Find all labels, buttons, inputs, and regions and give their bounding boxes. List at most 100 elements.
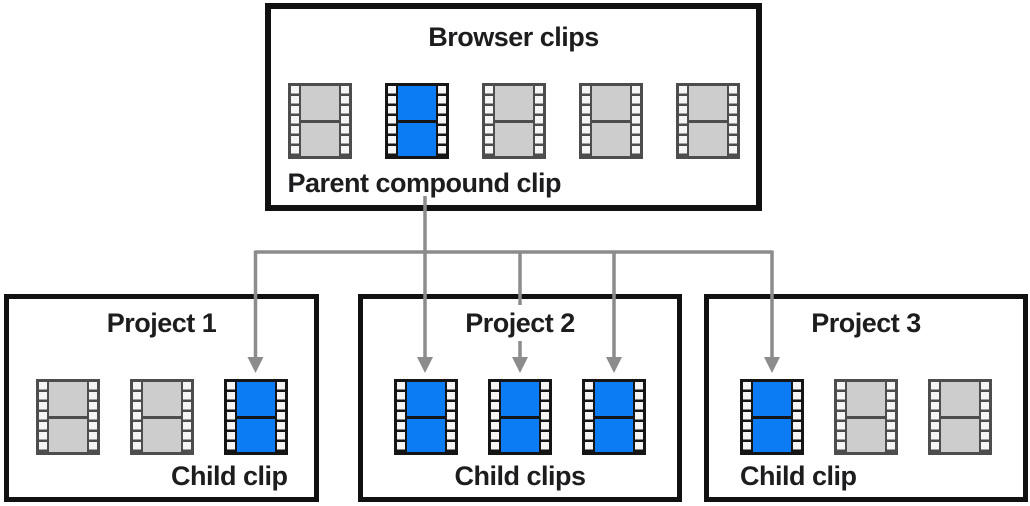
sprocket-holes <box>793 382 801 452</box>
project-2-title-row: Project 2 <box>363 305 677 341</box>
film-frames <box>941 382 979 452</box>
film-frames <box>847 382 885 452</box>
sprocket-holes <box>981 382 989 452</box>
sprocket-holes <box>38 382 47 452</box>
project-3-title: Project 3 <box>802 305 930 341</box>
film-frame <box>142 382 181 416</box>
film-frame <box>688 122 727 156</box>
film-frame <box>753 382 791 416</box>
film-frames <box>753 382 791 452</box>
film-frames <box>236 382 275 452</box>
film-frame <box>591 122 630 156</box>
browser-clips-box: Browser clips Parent compound clip <box>265 3 762 211</box>
film-clip-blue-icon <box>740 379 804 455</box>
film-frames <box>300 86 339 156</box>
sprocket-holes <box>585 382 593 452</box>
film-frame <box>48 418 87 452</box>
sprocket-holes <box>447 382 455 452</box>
project-1-clips-row <box>9 379 314 455</box>
film-frame <box>595 418 633 452</box>
sprocket-holes <box>931 382 939 452</box>
project-1-child-clip-label: Child clip <box>171 461 288 491</box>
sprocket-holes <box>132 382 141 452</box>
film-frame <box>300 86 339 120</box>
project-2-box: Project 2 Child clips <box>358 294 682 502</box>
film-clip-blue-icon <box>488 379 552 455</box>
film-frame <box>236 418 275 452</box>
browser-clips-row <box>271 83 756 159</box>
sprocket-holes <box>678 86 687 156</box>
sprocket-holes <box>340 86 349 156</box>
film-frame <box>941 382 979 416</box>
browser-clips-title: Browser clips <box>419 22 608 53</box>
browser-clips-title-row: Browser clips <box>271 22 756 53</box>
film-frame <box>407 418 445 452</box>
film-frames <box>688 86 727 156</box>
project-1-title: Project 1 <box>97 305 226 341</box>
sprocket-holes <box>437 86 446 156</box>
film-frames <box>397 86 436 156</box>
project-3-title-row: Project 3 <box>709 305 1023 341</box>
project-1-title-row: Project 1 <box>9 305 314 341</box>
sprocket-holes <box>837 382 845 452</box>
film-frames <box>142 382 181 452</box>
film-frame <box>847 418 885 452</box>
film-frame <box>407 382 445 416</box>
project-2-clips-row <box>363 379 677 455</box>
film-clip-gray-icon <box>481 83 546 159</box>
film-frames <box>591 86 630 156</box>
project-3-child-clip-label: Child clip <box>740 461 857 491</box>
film-frame <box>48 382 87 416</box>
film-clip-gray-icon <box>35 379 100 455</box>
sprocket-holes <box>534 86 543 156</box>
film-clip-gray-icon <box>578 83 643 159</box>
film-frame <box>501 418 539 452</box>
film-clip-gray-icon <box>675 83 740 159</box>
film-frame <box>300 122 339 156</box>
sprocket-holes <box>276 382 285 452</box>
film-frame <box>941 418 979 452</box>
project-3-box: Project 3 Child clip <box>704 294 1028 502</box>
film-clip-gray-icon <box>129 379 194 455</box>
film-frame <box>501 382 539 416</box>
film-clip-gray-icon <box>287 83 352 159</box>
project-1-box: Project 1 Child clip <box>4 294 319 502</box>
project-2-child-clips-label: Child clips <box>454 461 586 491</box>
film-frame <box>595 382 633 416</box>
sprocket-holes <box>226 382 235 452</box>
film-frame <box>397 122 436 156</box>
film-frame <box>847 382 885 416</box>
film-frame <box>142 418 181 452</box>
sprocket-holes <box>88 382 97 452</box>
sprocket-holes <box>484 86 493 156</box>
film-frame <box>397 86 436 120</box>
film-frame <box>688 86 727 120</box>
film-clip-blue-icon <box>223 379 288 455</box>
film-clip-gray-icon <box>834 379 898 455</box>
project-2-title: Project 2 <box>456 305 584 341</box>
sprocket-holes <box>387 86 396 156</box>
film-frames <box>595 382 633 452</box>
sprocket-holes <box>581 86 590 156</box>
film-clip-gray-icon <box>928 379 992 455</box>
film-frames <box>48 382 87 452</box>
film-frames <box>407 382 445 452</box>
sprocket-holes <box>541 382 549 452</box>
project-3-clips-row <box>709 379 1023 455</box>
film-frame <box>591 86 630 120</box>
film-frames <box>501 382 539 452</box>
film-frame <box>494 122 533 156</box>
sprocket-holes <box>887 382 895 452</box>
sprocket-holes <box>635 382 643 452</box>
film-frames <box>494 86 533 156</box>
film-clip-blue-icon <box>384 83 449 159</box>
film-clip-blue-icon <box>394 379 458 455</box>
film-frame <box>494 86 533 120</box>
parent-compound-clip-label: Parent compound clip <box>287 168 562 198</box>
sprocket-holes <box>743 382 751 452</box>
sprocket-holes <box>397 382 405 452</box>
sprocket-holes <box>728 86 737 156</box>
sprocket-holes <box>491 382 499 452</box>
sprocket-holes <box>631 86 640 156</box>
